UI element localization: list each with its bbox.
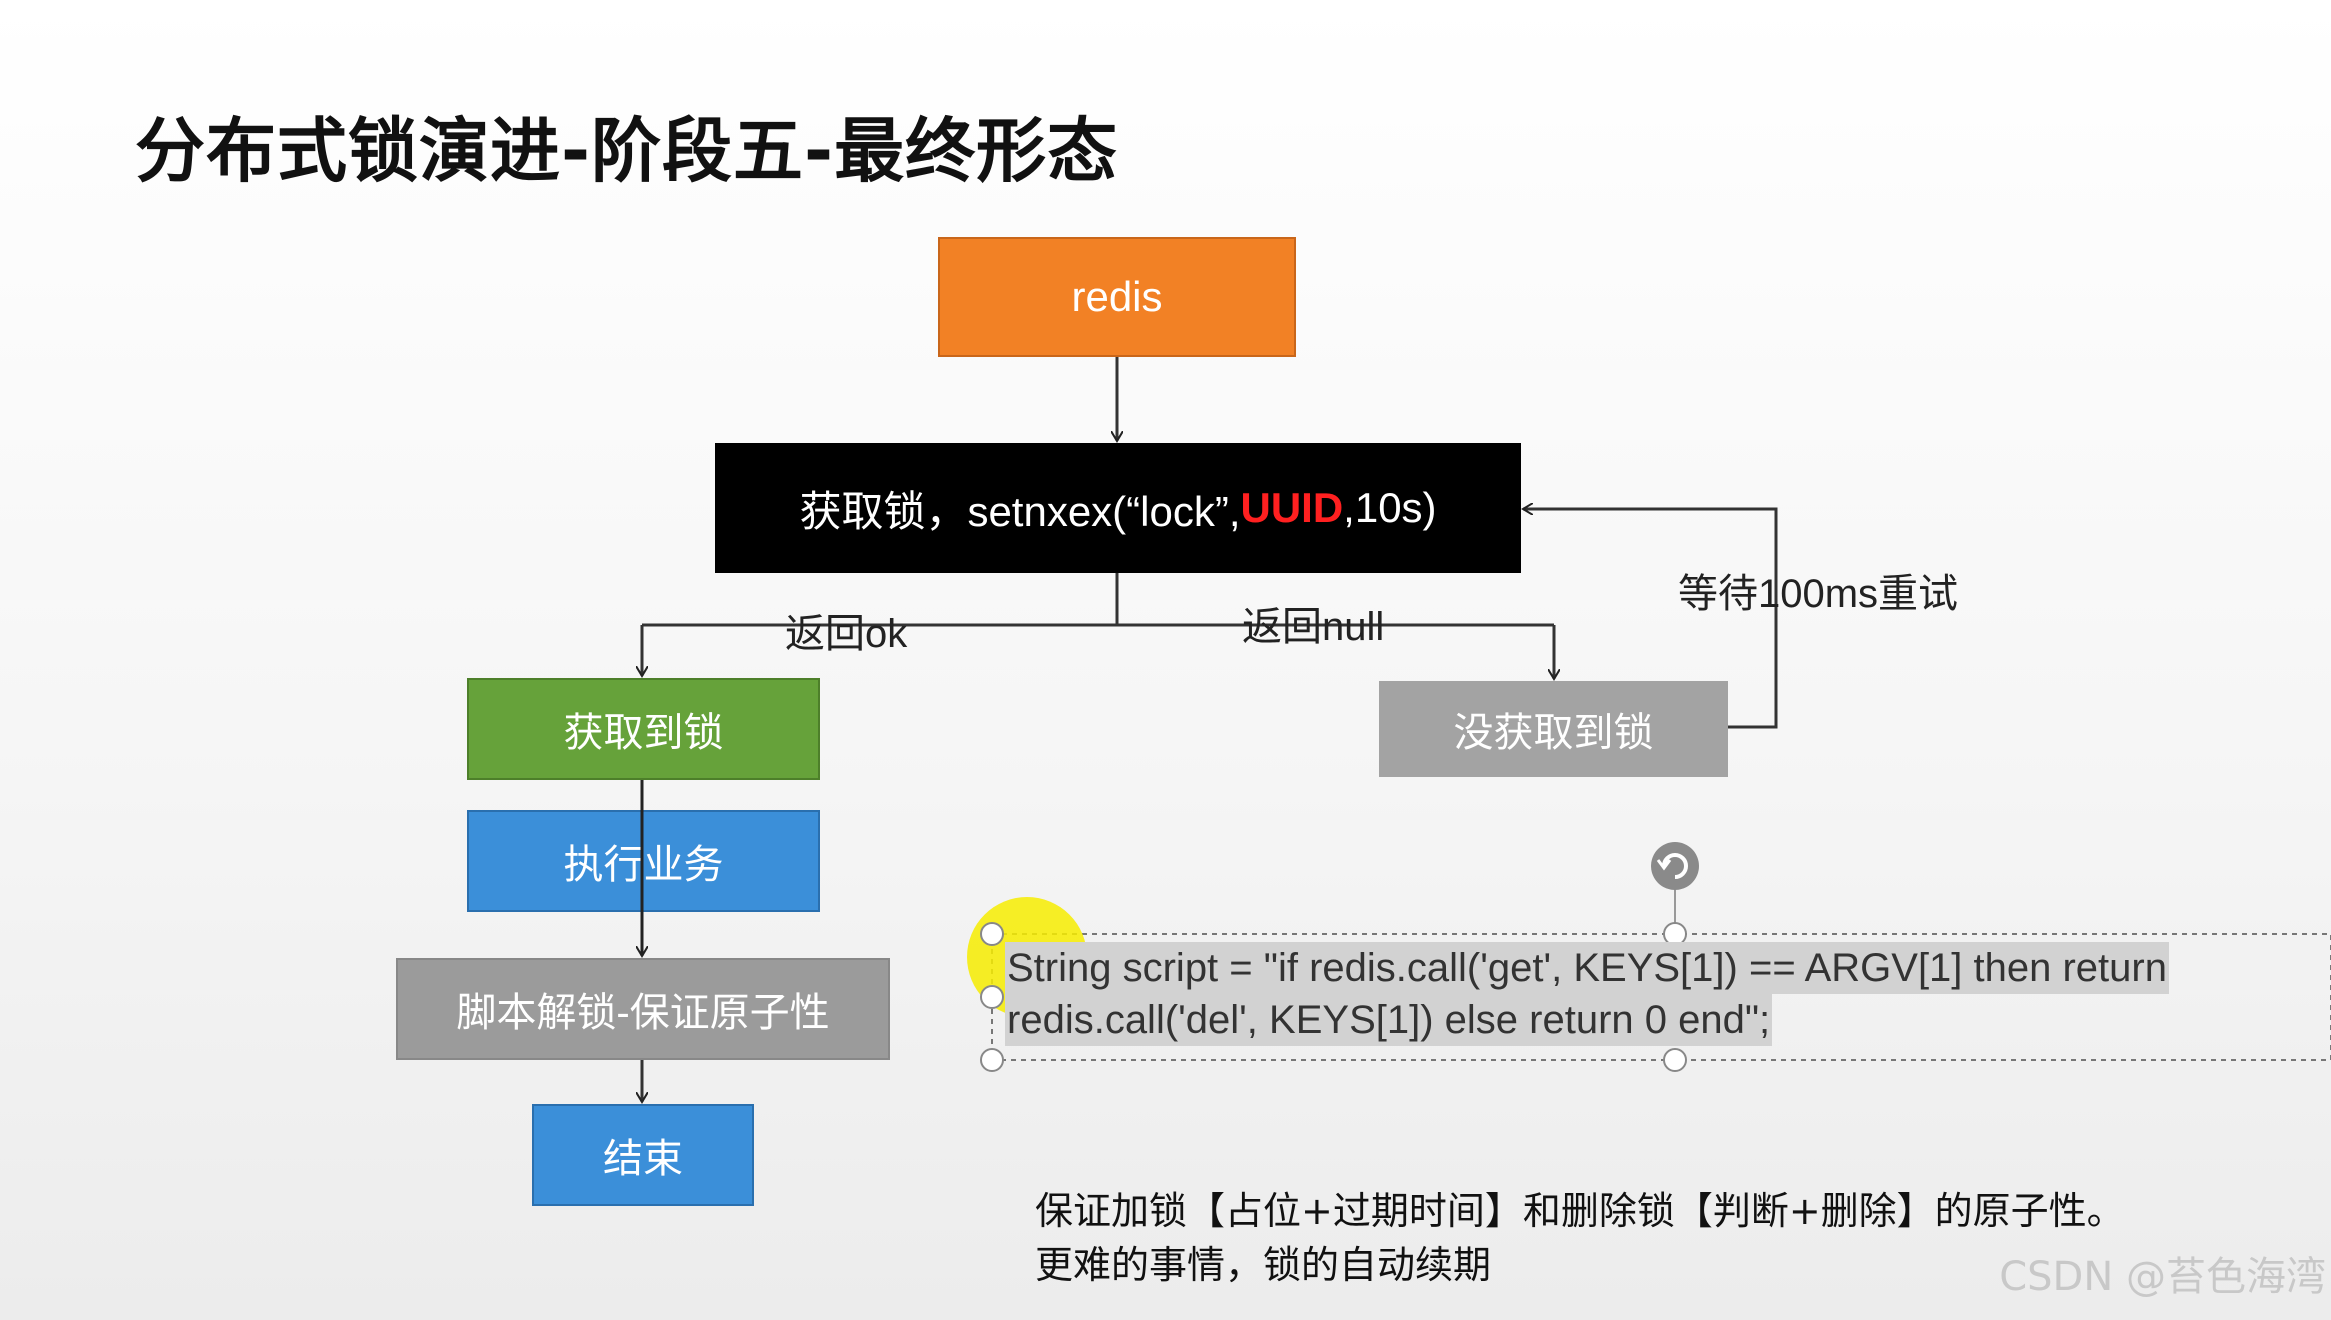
acquire-text-suffix: ,10s) — [1343, 484, 1437, 531]
watermark: CSDN @苔色海湾 — [1999, 1254, 2326, 1300]
selection-handle — [980, 1048, 1004, 1072]
rotate-handle-icon — [1651, 842, 1699, 890]
code-line: String script = "if redis.call('get', KE… — [1005, 942, 2169, 994]
node-acquire-lock: 获取锁，setnxex(“lock”,UUID,10s) — [715, 443, 1521, 573]
page-title: 分布式锁演进-阶段五-最终形态 — [135, 110, 1119, 192]
summary-note-line: 保证加锁【占位+过期时间】和删除锁【判断+删除】的原子性。 — [1035, 1189, 2125, 1233]
selection-handle — [980, 985, 1004, 1009]
edge-label-return-ok: 返回ok — [785, 612, 908, 656]
summary-note-line: 更难的事情，锁的自动续期 — [1035, 1243, 1492, 1287]
code-line: redis.call('del', KEYS[1]) else return 0… — [1005, 994, 1773, 1046]
acquire-text-prefix: 获取锁，setnxex(“lock”, — [799, 487, 1241, 535]
node-redis: redis — [938, 237, 1296, 357]
edge-label-return-null: 返回null — [1242, 605, 1385, 649]
node-not-got-lock: 没获取到锁 — [1379, 681, 1728, 777]
code-selection-frame — [991, 933, 2331, 1061]
arrow-retry-loop — [1523, 509, 1778, 729]
node-end: 结束 — [532, 1104, 754, 1206]
node-got-lock: 获取到锁 — [467, 678, 820, 780]
node-script-unlock: 脚本解锁-保证原子性 — [396, 958, 890, 1060]
selection-handle — [1663, 1048, 1687, 1072]
selection-handle — [980, 922, 1004, 946]
node-business: 执行业务 — [467, 810, 820, 912]
acquire-text-uuid: UUID — [1240, 484, 1344, 531]
edge-label-retry: 等待100ms重试 — [1678, 572, 1959, 616]
code-textbox[interactable]: String script = "if redis.call('get', KE… — [1005, 942, 2325, 1046]
summary-note: 保证加锁【占位+过期时间】和删除锁【判断+删除】的原子性。 更难的事情，锁的自动… — [1035, 1184, 2125, 1292]
